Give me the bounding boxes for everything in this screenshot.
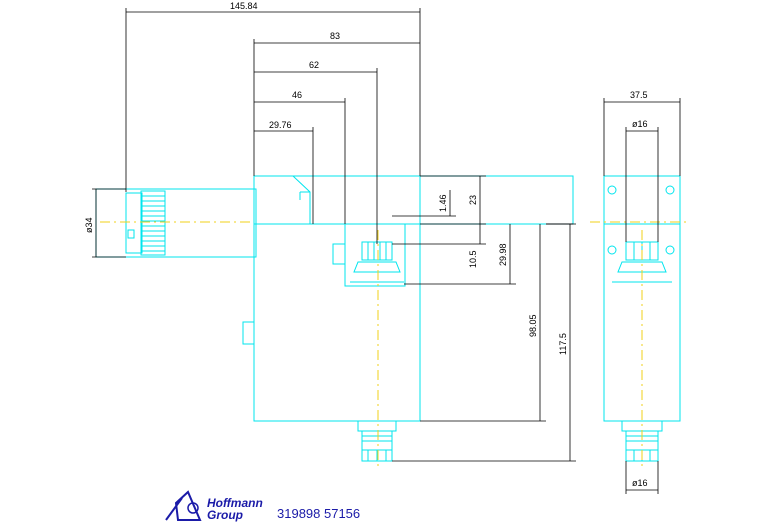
dimension-lines bbox=[92, 8, 681, 494]
dim-1-46: 1.46 bbox=[438, 194, 448, 212]
part-number: 319898 57156 bbox=[277, 506, 361, 521]
dim-side-37-5: 37.5 bbox=[630, 90, 648, 100]
dim-46: 46 bbox=[292, 90, 302, 100]
dim-83: 83 bbox=[330, 31, 340, 41]
dim-98-05: 98.05 bbox=[528, 314, 538, 337]
top-chamfer bbox=[292, 175, 311, 224]
dim-23: 23 bbox=[468, 195, 478, 205]
shank-body bbox=[95, 188, 257, 258]
side-top-block bbox=[603, 175, 681, 225]
shank-end bbox=[125, 192, 143, 254]
knurled-nut bbox=[140, 190, 166, 256]
upper-holder-step bbox=[332, 243, 346, 265]
logo-mark-icon bbox=[165, 490, 202, 521]
side-lug bbox=[242, 321, 255, 345]
dim-29-98: 29.98 bbox=[498, 243, 508, 266]
main-housing bbox=[253, 175, 421, 422]
top-block bbox=[253, 175, 574, 225]
dim-117-5: 117.5 bbox=[558, 333, 568, 355]
logo-line2: Group bbox=[207, 508, 243, 522]
dim-dia-34: ø34 bbox=[84, 217, 94, 233]
dimension-labels: 145.84 83 62 46 29.76 ø34 1.46 23 10.5 2… bbox=[84, 1, 648, 488]
lower-spindle-neck bbox=[357, 420, 397, 432]
dim-29-76: 29.76 bbox=[269, 120, 292, 130]
knurl-lines bbox=[141, 195, 165, 252]
dim-145-84: 145.84 bbox=[230, 1, 258, 11]
dim-10-5: 10.5 bbox=[468, 250, 478, 268]
upper-holder bbox=[344, 223, 406, 287]
upper-nut bbox=[353, 261, 401, 273]
upper-collet bbox=[361, 241, 393, 261]
center-lines bbox=[100, 221, 690, 470]
shank-key bbox=[127, 229, 135, 239]
front-view bbox=[95, 175, 574, 462]
hoffmann-group-logo: Hoffmann Group bbox=[165, 490, 263, 522]
dim-side-dia-16-bottom: ø16 bbox=[632, 478, 648, 488]
dim-62: 62 bbox=[309, 60, 319, 70]
dim-side-dia-16-top: ø16 bbox=[632, 119, 648, 129]
logo-line1: Hoffmann bbox=[207, 496, 263, 510]
